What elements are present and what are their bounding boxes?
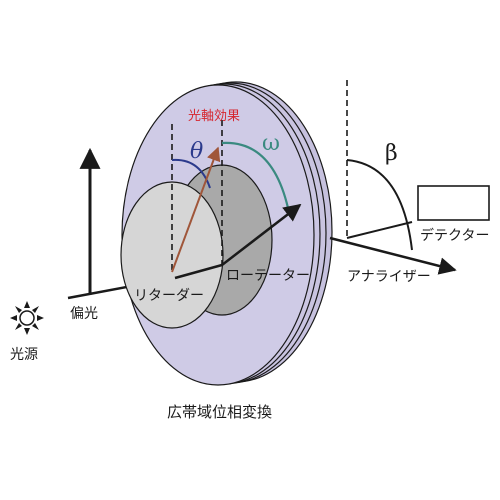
omega-label: ω [262, 131, 280, 156]
detector-label: デテクター [420, 227, 489, 244]
polarization-label: 偏光 [70, 306, 98, 322]
optic-axis-arrow [171, 146, 221, 273]
detector-box [417, 185, 490, 221]
rotator-label: ローテーター [226, 268, 310, 284]
retarder-label: リターダー [134, 288, 204, 304]
theta-label: θ [190, 139, 203, 164]
source-label: 光源 [10, 347, 38, 363]
beam-through [174, 263, 223, 280]
rotated-polarization-arrow [221, 203, 302, 266]
theta-arc [171, 158, 211, 189]
beam-out [329, 236, 457, 275]
optic-axis-effect-label: 光軸効果 [188, 109, 240, 124]
caption: 広帯域位相変換 [167, 403, 272, 421]
beta-label: β [385, 141, 398, 166]
beta-arc [346, 159, 413, 251]
analyzer-axis [346, 221, 413, 239]
analyzer-label: アナライザー [347, 269, 431, 285]
sun-icon [10, 301, 44, 335]
omega-arc [221, 141, 290, 209]
